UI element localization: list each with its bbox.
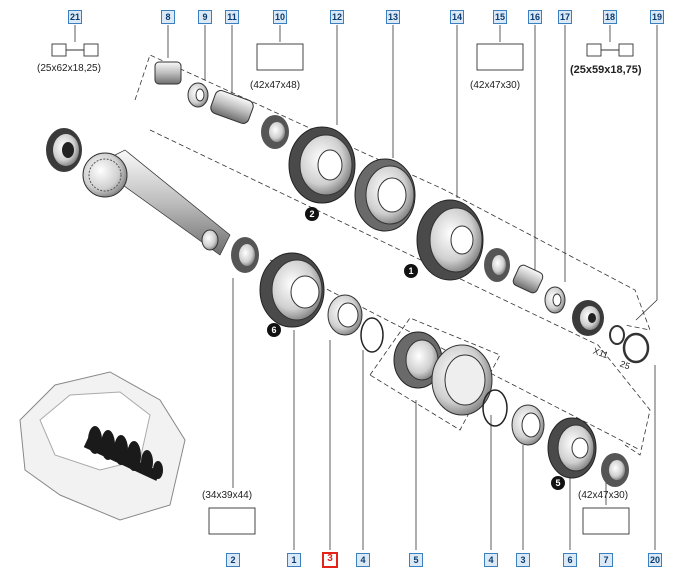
callout-8[interactable]: 8 xyxy=(161,10,175,24)
gear-marker-6: 6 xyxy=(267,323,281,337)
synchro-hub-13 xyxy=(354,158,416,232)
leader-lines xyxy=(74,25,658,550)
callout-19[interactable]: 19 xyxy=(650,10,664,24)
callout-12[interactable]: 12 xyxy=(330,10,344,24)
dimension-7: (42x47x30) xyxy=(578,490,629,501)
spring-ring-4a xyxy=(360,317,384,353)
callout-4[interactable]: 4 xyxy=(356,553,370,567)
dashed-assembly-frames xyxy=(134,54,651,456)
callout-3-second[interactable]: 3 xyxy=(516,553,530,567)
gear-14 xyxy=(416,199,484,281)
callout-16[interactable]: 16 xyxy=(528,10,542,24)
callout-4-second[interactable]: 4 xyxy=(484,553,498,567)
callout-14[interactable]: 14 xyxy=(450,10,464,24)
snap-ring-19 xyxy=(609,325,650,364)
synchro-assembly-5 xyxy=(393,331,493,416)
dimension-21: (25x62x18,25) xyxy=(37,63,101,74)
ball-bearing-18 xyxy=(572,300,604,336)
washer-17 xyxy=(544,286,566,314)
callout-21[interactable]: 21 xyxy=(68,10,82,24)
callout-15[interactable]: 15 xyxy=(493,10,507,24)
dimension-18: (25x59x18,75) xyxy=(570,64,642,76)
callout-7[interactable]: 7 xyxy=(599,553,613,567)
stop-ring-9 xyxy=(187,82,209,108)
synchro-ring-3 xyxy=(327,294,363,336)
sleeve-11 xyxy=(210,90,254,124)
needle-bearing-2 xyxy=(231,237,259,273)
callout-20[interactable]: 20 xyxy=(648,553,662,567)
callout-13[interactable]: 13 xyxy=(386,10,400,24)
needle-bearing-7 xyxy=(601,453,629,487)
gear-12 xyxy=(288,126,356,204)
callout-18[interactable]: 18 xyxy=(603,10,617,24)
callout-10[interactable]: 10 xyxy=(273,10,287,24)
callout-1[interactable]: 1 xyxy=(287,553,301,567)
bushing-8 xyxy=(154,61,182,85)
gearbox-housing-illustration xyxy=(19,371,186,521)
needle-bearing-10 xyxy=(261,115,289,149)
callout-9[interactable]: 9 xyxy=(198,10,212,24)
callout-5[interactable]: 5 xyxy=(409,553,423,567)
callout-2[interactable]: 2 xyxy=(226,553,240,567)
dimension-15: (42x47x30) xyxy=(470,80,521,91)
callout-3-selected[interactable]: 3 xyxy=(322,552,338,568)
gear-marker-5: 5 xyxy=(551,476,565,490)
needle-bearing-15 xyxy=(484,248,510,282)
gear-marker-2: 2 xyxy=(305,207,319,221)
callout-11[interactable]: 11 xyxy=(225,10,239,24)
bushing-16 xyxy=(512,264,544,294)
gear-marker-1: 1 xyxy=(404,264,418,278)
main-shaft xyxy=(82,149,231,256)
spring-ring-4b xyxy=(482,389,508,427)
synchro-ring-3b xyxy=(511,404,545,446)
gear-1 xyxy=(259,252,325,328)
ball-bearing-21 xyxy=(46,128,82,172)
dimension-10: (42x47x48) xyxy=(250,80,301,91)
callout-6[interactable]: 6 xyxy=(563,553,577,567)
bearing-symbols xyxy=(51,43,634,535)
callout-17[interactable]: 17 xyxy=(558,10,572,24)
gear-6 xyxy=(547,417,597,479)
dimension-2: (34x39x44) xyxy=(202,490,253,501)
